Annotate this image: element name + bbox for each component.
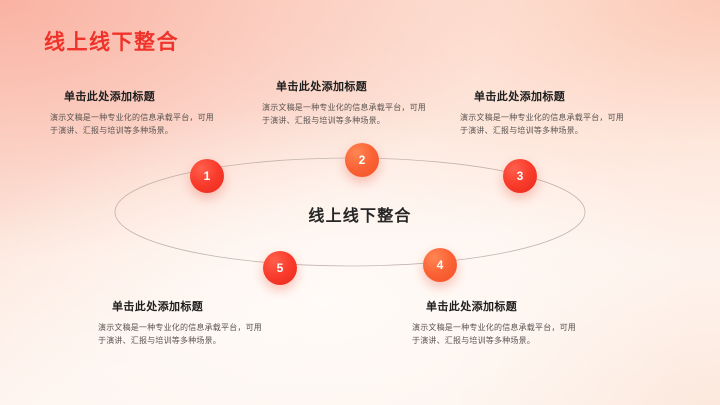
callout-4: 单击此处添加标题 演示文稿是一种专业化的信息承载平台，可用于演讲、汇报与培训等多… bbox=[412, 298, 587, 347]
callout-3-title: 单击此处添加标题 bbox=[474, 91, 566, 103]
callout-2-body: 演示文稿是一种专业化的信息承载平台，可用于演讲、汇报与培训等多种场景。 bbox=[262, 103, 426, 126]
node-number-4: 4 bbox=[436, 258, 444, 272]
node-number-3: 3 bbox=[516, 169, 524, 183]
callout-3-body: 演示文稿是一种专业化的信息承载平台，可用于演讲、汇报与培训等多种场景。 bbox=[460, 113, 624, 136]
node-marker-3[interactable]: 3 bbox=[503, 159, 537, 193]
callout-5-body: 演示文稿是一种专业化的信息承载平台，可用于演讲、汇报与培训等多种场景。 bbox=[98, 323, 262, 346]
callout-4-body: 演示文稿是一种专业化的信息承载平台，可用于演讲、汇报与培训等多种场景。 bbox=[412, 323, 576, 346]
callout-3: 单击此处添加标题 演示文稿是一种专业化的信息承载平台，可用于演讲、汇报与培训等多… bbox=[460, 88, 635, 137]
node-marker-5[interactable]: 5 bbox=[263, 251, 297, 285]
node-number-1: 1 bbox=[203, 169, 211, 183]
callout-5: 单击此处添加标题 演示文稿是一种专业化的信息承载平台，可用于演讲、汇报与培训等多… bbox=[98, 298, 273, 347]
callout-2-title: 单击此处添加标题 bbox=[276, 81, 368, 93]
callout-5-title: 单击此处添加标题 bbox=[112, 301, 204, 313]
node-marker-2[interactable]: 2 bbox=[345, 143, 379, 177]
callout-1-title: 单击此处添加标题 bbox=[64, 91, 156, 103]
node-number-2: 2 bbox=[358, 153, 366, 167]
page-title: 线上线下整合 bbox=[44, 31, 179, 54]
node-number-5: 5 bbox=[276, 261, 284, 275]
callout-1: 单击此处添加标题 演示文稿是一种专业化的信息承载平台，可用于演讲、汇报与培训等多… bbox=[50, 88, 225, 137]
node-marker-4[interactable]: 4 bbox=[423, 248, 457, 282]
center-label: 线上线下整合 bbox=[308, 208, 412, 225]
node-marker-1[interactable]: 1 bbox=[190, 159, 224, 193]
callout-2: 单击此处添加标题 演示文稿是一种专业化的信息承载平台，可用于演讲、汇报与培训等多… bbox=[262, 78, 437, 127]
callout-4-title: 单击此处添加标题 bbox=[426, 301, 518, 313]
callout-1-body: 演示文稿是一种专业化的信息承载平台，可用于演讲、汇报与培训等多种场景。 bbox=[50, 113, 214, 136]
